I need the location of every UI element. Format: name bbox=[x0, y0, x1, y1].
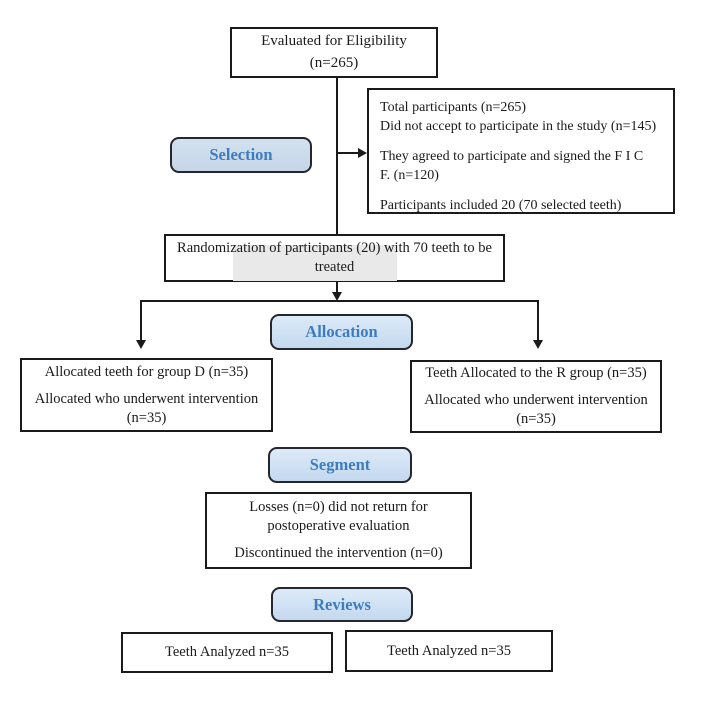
allocation-right-line: Teeth Allocated to the R group (n=35) bbox=[425, 365, 647, 381]
connector-left-branch bbox=[140, 300, 142, 341]
analyzed-left-box: Teeth Analyzed n=35 bbox=[121, 632, 333, 673]
stage-selection: Selection bbox=[170, 137, 312, 173]
eligibility-count: (n=265) bbox=[309, 55, 359, 71]
connector-to-info-box bbox=[337, 152, 359, 154]
losses-line: postoperative evaluation bbox=[267, 518, 410, 534]
info-line: Did not accept to participate in the stu… bbox=[380, 119, 657, 134]
connector-eligibility-to-randomization bbox=[336, 78, 338, 235]
info-line: Total participants (n=265) bbox=[380, 100, 527, 115]
allocation-left-box: Allocated teeth for group D (n=35) Alloc… bbox=[20, 358, 273, 432]
stage-allocation-label: Allocation bbox=[305, 322, 378, 341]
analyzed-right-line: Teeth Analyzed n=35 bbox=[387, 642, 511, 659]
losses-line: Losses (n=0) did not return for bbox=[249, 499, 428, 515]
losses-line: Discontinued the intervention (n=0) bbox=[234, 545, 443, 561]
connector-split-horizontal bbox=[140, 300, 539, 302]
stage-allocation: Allocation bbox=[270, 314, 413, 350]
info-line: Participants included 20 (70 selected te… bbox=[380, 198, 622, 213]
arrowhead-down-left-icon bbox=[135, 340, 146, 349]
eligibility-line: Evaluated for Eligibility bbox=[261, 33, 407, 49]
stage-segment-label: Segment bbox=[309, 455, 371, 474]
stage-reviews-label: Reviews bbox=[313, 594, 371, 614]
arrowhead-down-center-icon bbox=[331, 292, 342, 301]
text-highlight bbox=[233, 245, 397, 281]
allocation-right-line: Allocated who underwent intervention bbox=[424, 392, 648, 408]
allocation-left-line: Allocated teeth for group D (n=35) bbox=[44, 363, 249, 380]
arrowhead-down-right-icon bbox=[532, 340, 543, 349]
stage-reviews: Reviews bbox=[271, 587, 413, 622]
stage-selection-label: Selection bbox=[209, 145, 273, 164]
eligibility-box: Evaluated for Eligibility (n=265) bbox=[230, 27, 438, 78]
randomization-box: Randomization of participants (20) with … bbox=[164, 234, 505, 282]
allocation-right-count: (n=35) bbox=[516, 411, 556, 427]
allocation-right-box: Teeth Allocated to the R group (n=35) Al… bbox=[410, 360, 662, 433]
info-line: F. (n=120) bbox=[380, 168, 439, 183]
allocation-left-count: (n=35) bbox=[126, 409, 167, 426]
participants-info-box: Total participants (n=265) Did not accep… bbox=[367, 88, 675, 214]
analyzed-left-line: Teeth Analyzed n=35 bbox=[165, 644, 289, 660]
info-line: They agreed to participate and signed th… bbox=[380, 149, 644, 164]
randomization-line: treated bbox=[314, 259, 355, 275]
losses-box: Losses (n=0) did not return for postoper… bbox=[205, 492, 472, 569]
stage-segment: Segment bbox=[268, 447, 412, 483]
analyzed-right-box: Teeth Analyzed n=35 bbox=[345, 630, 553, 672]
arrowhead-right-icon bbox=[358, 147, 367, 158]
allocation-left-line: Allocated who underwent intervention bbox=[34, 390, 259, 407]
connector-randomization-down bbox=[336, 282, 338, 293]
connector-right-branch bbox=[537, 300, 539, 341]
randomization-line: Randomization of participants (20) with … bbox=[177, 240, 492, 256]
